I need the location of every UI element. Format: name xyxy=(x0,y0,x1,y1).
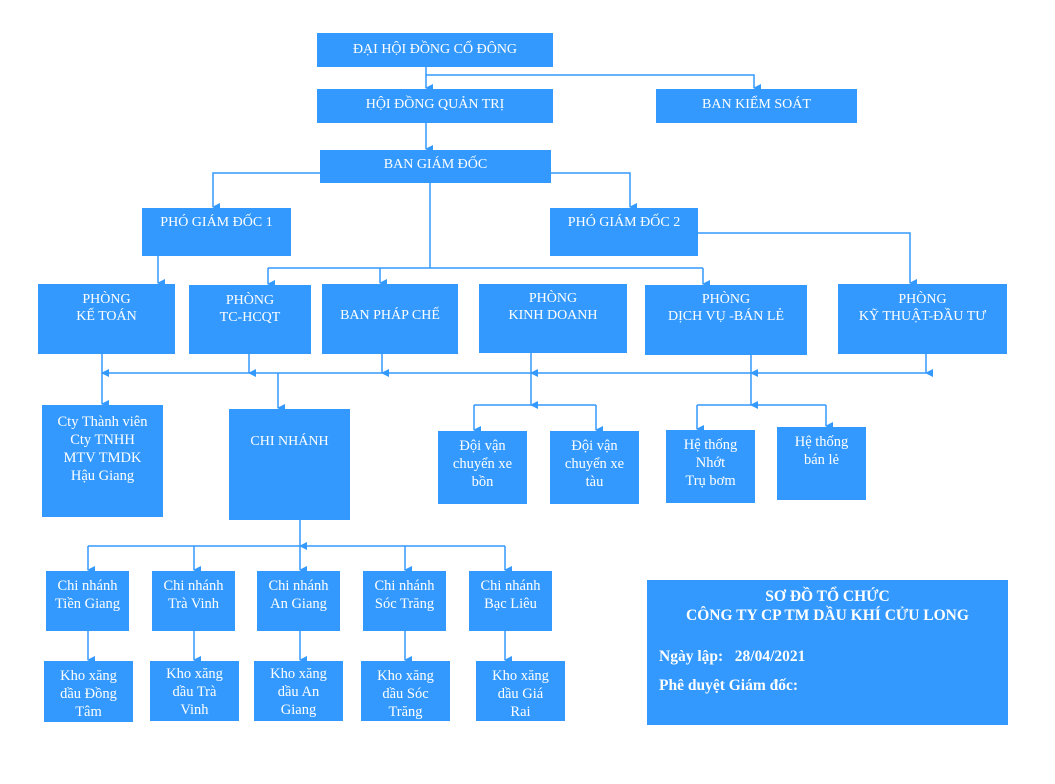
node-cn-tra-vinh: Chi nhánh Trà Vinh xyxy=(152,571,235,631)
node-hoi-dong-quan-tri: HỘI ĐỒNG QUẢN TRỊ xyxy=(317,89,553,123)
node-pho-giam-doc-1: PHÓ GIÁM ĐỐC 1 xyxy=(142,208,291,256)
company-name: CÔNG TY CP TM DẦU KHÍ CỬU LONG xyxy=(686,607,969,624)
node-phong-tc-hcqt: PHÒNG TC-HCQT xyxy=(189,285,311,354)
node-phong-ke-toan: PHÒNG KẾ TOÁN xyxy=(38,284,175,354)
chart-title-block: SƠ ĐỒ TỔ CHỨC CÔNG TY CP TM DẦU KHÍ CỬU … xyxy=(647,580,1008,725)
node-pho-giam-doc-2: PHÓ GIÁM ĐỐC 2 xyxy=(550,208,698,256)
node-phong-dich-vu-ban-le: PHÒNG DỊCH VỤ -BÁN LẺ xyxy=(645,285,807,355)
connector-3 xyxy=(212,172,320,211)
node-cty-thanh-vien: Cty Thành viên Cty TNHH MTV TMDK Hậu Gia… xyxy=(42,405,163,517)
node-kho-dong-tam: Kho xăng dầu Đồng Tâm xyxy=(44,661,133,722)
created-date-row: Ngày lập: 28/04/2021 xyxy=(659,648,805,666)
connector-4 xyxy=(551,172,637,211)
created-date-label: Ngày lập: xyxy=(659,648,724,665)
node-ban-kiem-soat: BAN KIỂM SOÁT xyxy=(656,89,857,123)
node-phong-kinh-doanh: PHÒNG KINH DOANH xyxy=(479,284,627,353)
node-doi-van-chuyen-xe-tau: Đội vận chuyển xe tàu xyxy=(550,431,639,504)
node-kho-tra-vinh: Kho xăng dầu Trà Vinh xyxy=(150,661,239,721)
node-cn-soc-trang: Chi nhánh Sóc Trăng xyxy=(363,571,446,631)
node-he-thong-ban-le: Hệ thống bán lẻ xyxy=(777,427,866,500)
node-kho-soc-trang: Kho xăng dầu Sóc Trăng xyxy=(361,661,450,721)
node-cn-tien-giang: Chi nhánh Tiền Giang xyxy=(46,571,129,631)
chart-title: SƠ ĐỒ TỔ CHỨC xyxy=(765,588,890,605)
connector-1 xyxy=(426,74,761,92)
node-kho-gia-rai: Kho xăng dầu Giá Rai xyxy=(476,661,565,721)
node-kho-an-giang: Kho xăng dầu An Giang xyxy=(254,661,343,721)
node-cn-bac-lieu: Chi nhánh Bạc Liêu xyxy=(469,571,552,631)
node-cn-an-giang: Chi nhánh An Giang xyxy=(257,571,340,631)
approval-label: Phê duyệt Giám đốc: xyxy=(659,677,799,694)
node-dai-hoi-dong-co-dong: ĐẠI HỘI ĐỒNG CỔ ĐÔNG xyxy=(317,33,553,67)
node-ban-giam-doc: BAN GIÁM ĐỐC xyxy=(320,150,551,183)
created-date-value: 28/04/2021 xyxy=(734,648,806,665)
node-doi-van-chuyen-xe-bon: Đội vận chuyển xe bồn xyxy=(438,431,527,504)
node-chi-nhanh: CHI NHÁNH xyxy=(229,409,350,520)
node-phong-ky-thuat-dau-tu: PHÒNG KỸ THUẬT-ĐẦU TƯ xyxy=(838,284,1007,354)
node-ban-phap-che: BAN PHÁP CHẾ xyxy=(322,284,458,354)
node-he-thong-nhot: Hệ thống Nhớt Trụ bơm xyxy=(666,430,755,503)
connector-11 xyxy=(698,232,917,287)
